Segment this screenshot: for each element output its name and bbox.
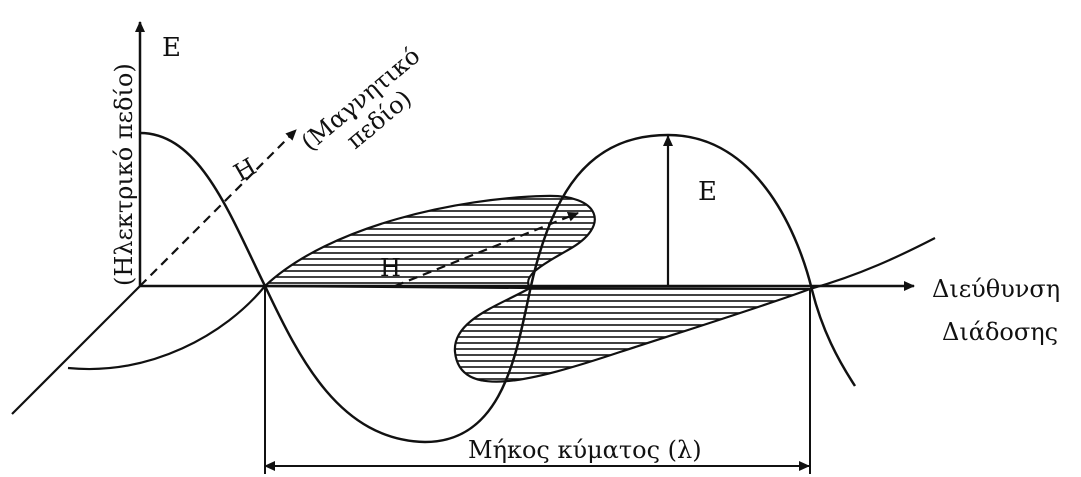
propagation-label-line1: Διεύθυνση <box>932 275 1060 303</box>
e-wave-label: E <box>698 177 717 207</box>
e-wave <box>139 131 857 444</box>
h-axis-solid <box>11 285 141 415</box>
h-axis-label: H <box>229 152 261 187</box>
propagation-label-line2: Διάδοσης <box>942 318 1058 346</box>
h-axis-dashed <box>139 129 297 287</box>
h-wave-lobe-lower <box>453 286 811 383</box>
h-wave-tail-left <box>67 285 266 371</box>
h-vector-dashed <box>394 211 579 288</box>
h-wave-label: H <box>380 254 401 282</box>
e-axis-label: E <box>162 33 181 63</box>
electric-field-label: (Ηλεκτρικό πεδίο) <box>110 63 138 286</box>
h-wave-tail-right <box>809 237 936 291</box>
h-wave-lobe-upper <box>262 194 596 290</box>
wavelength-label: Μήκος κύματος (λ) <box>468 436 702 464</box>
